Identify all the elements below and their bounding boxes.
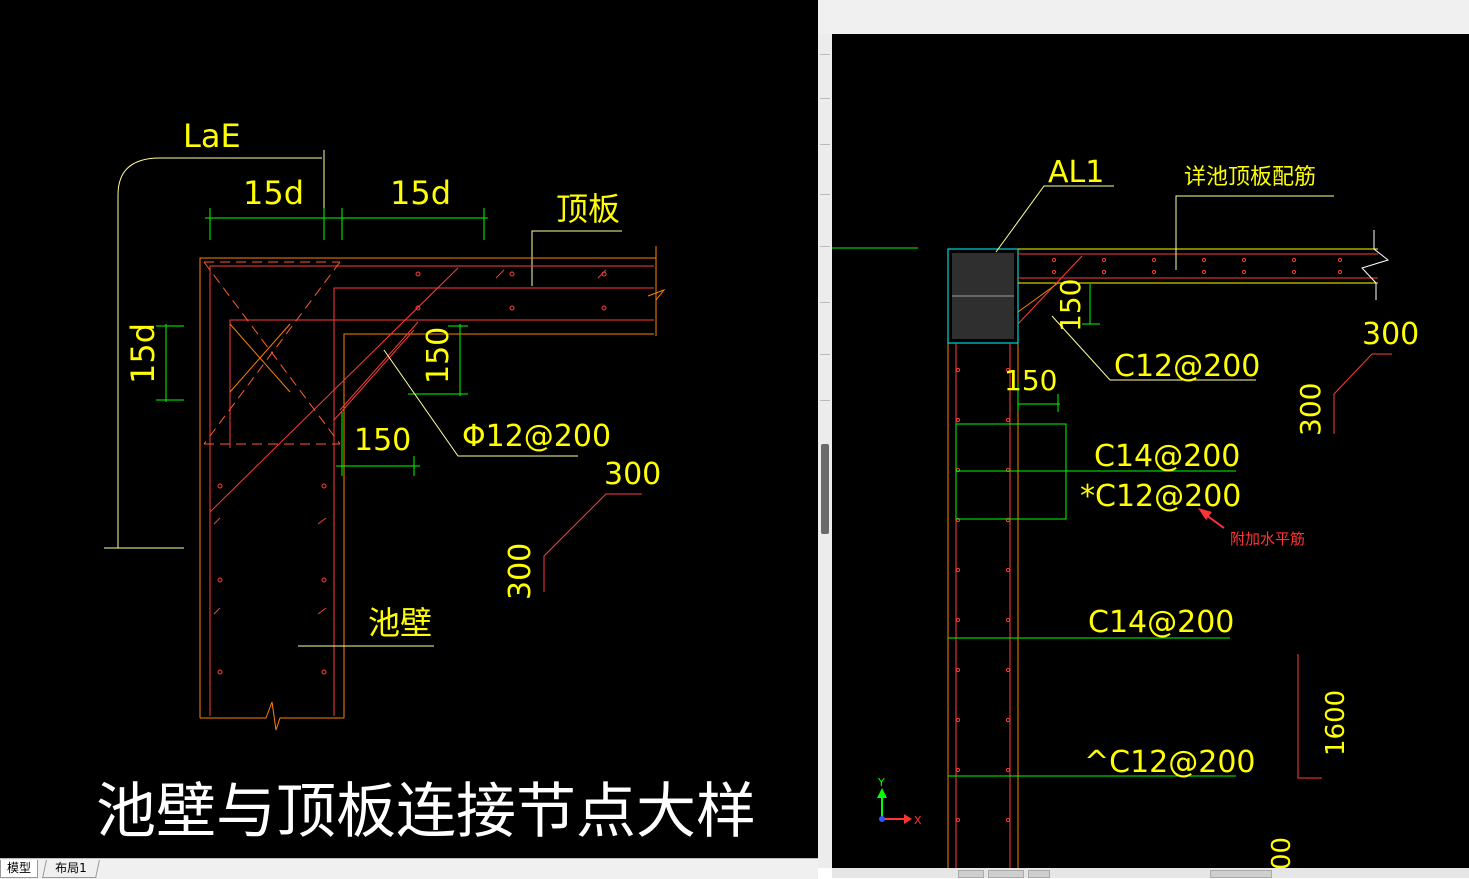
dim-150-a: 150 — [421, 327, 456, 384]
layout-tab-bar: 模型 布局1 — [0, 858, 818, 879]
corner-cross-dashed — [203, 261, 341, 445]
status-button[interactable] — [988, 870, 1024, 878]
right-drawing-viewport[interactable]: AL1 详池顶板配筋 150 C12@200 300 300 — [832, 34, 1469, 868]
dim-300-a: 300 — [604, 457, 661, 492]
label-slab-rebar: 详池顶板配筋 — [1184, 165, 1316, 190]
dim-300-b: 300 — [1294, 383, 1327, 436]
tab-layout1[interactable]: 布局1 — [42, 860, 100, 878]
dim-lae: LaE — [183, 117, 241, 155]
scroll-seg — [820, 302, 830, 303]
dim-150-a: 150 — [1054, 279, 1087, 332]
rebar-c12-a: C12@200 — [1114, 349, 1260, 384]
slope-mark — [543, 493, 642, 592]
rebar-slab-bottom — [229, 319, 654, 448]
status-button[interactable] — [1210, 870, 1272, 878]
left-drawing-viewport[interactable]: LaE 15d 15d 15d 顶板 — [0, 0, 818, 858]
rebar-dots-left — [217, 271, 607, 675]
dim-150-b: 150 — [1004, 364, 1057, 397]
rebar-c14-a: C14@200 — [1094, 439, 1240, 474]
corner-x-b — [229, 323, 291, 393]
scroll-seg — [820, 354, 830, 355]
ucs-origin — [879, 816, 885, 822]
wall-inner-edge — [343, 333, 654, 718]
leader-top-slab — [531, 230, 622, 286]
rebar-inner — [333, 287, 654, 716]
scroll-seg — [820, 246, 830, 247]
rebar-diagonal-b — [333, 329, 415, 421]
status-button[interactable] — [958, 870, 984, 878]
leader-slab-rebar — [1175, 195, 1334, 270]
label-pool-wall: 池壁 — [368, 604, 432, 642]
dim-partial: 00 — [1267, 837, 1297, 868]
scroll-seg — [820, 194, 830, 195]
label-top-slab: 顶板 — [556, 190, 620, 228]
dim-1600: 1600 — [1321, 690, 1351, 756]
right-drawing-canvas[interactable]: AL1 详池顶板配筋 150 C12@200 300 300 — [832, 34, 1469, 868]
scroll-thumb[interactable] — [821, 444, 829, 534]
label-al1: AL1 — [1048, 155, 1104, 190]
rebar-diagonal-a — [209, 267, 459, 513]
tab-layout1-label: 布局1 — [55, 861, 87, 875]
wall-rebar-dots — [955, 367, 1011, 823]
scroll-seg — [820, 400, 830, 401]
tab-model-label: 模型 — [7, 861, 32, 875]
note-extra-bar: 附加水平筋 — [1230, 530, 1305, 548]
tab-model[interactable]: 模型 — [0, 860, 39, 878]
scroll-seg — [820, 144, 830, 145]
note-arrow-head — [1198, 508, 1212, 520]
wall-break-line — [200, 701, 344, 731]
elevation-mark — [1297, 654, 1322, 779]
haunch-rebar — [1017, 255, 1083, 325]
slab-rebar-dots — [1051, 257, 1343, 275]
scroll-seg — [820, 54, 830, 55]
haunch-edge — [1017, 282, 1059, 313]
dim-300-a: 300 — [1362, 317, 1419, 352]
right-vertical-scrollbar[interactable] — [818, 34, 833, 868]
slope-mark — [1333, 353, 1392, 434]
drawing-title: 池壁与顶板连接节点大样 — [96, 777, 756, 847]
dim-15d-a: 15d — [243, 174, 304, 212]
rebar-phi12-label: Φ12@200 — [462, 419, 611, 454]
dim-300-b: 300 — [503, 543, 538, 600]
slab-break-mark — [1361, 230, 1390, 300]
dim-15d-b: 15d — [390, 174, 451, 212]
status-button[interactable] — [1028, 870, 1050, 878]
wall-outer-edge — [199, 257, 656, 718]
dim-150-b: 150 — [354, 423, 411, 458]
left-drawing-canvas[interactable]: LaE 15d 15d 15d 顶板 — [0, 0, 818, 858]
leader-al1 — [995, 185, 1114, 253]
column-al1-outline — [947, 248, 1019, 344]
ucs-x-label: X — [914, 814, 922, 827]
ucs-x-arrow — [904, 814, 912, 824]
ucs-y-arrow — [877, 788, 887, 798]
dim-15d-c: 15d — [124, 323, 162, 384]
right-status-strip — [832, 868, 1469, 878]
ucs-y-label: Y — [877, 776, 885, 789]
right-window-titlebar — [818, 0, 1469, 35]
rebar-c12-b: *C12@200 — [1080, 479, 1241, 514]
rebar-diagonal-c — [339, 321, 419, 411]
leader-c12-a — [1051, 315, 1256, 381]
rebar-c14-b: C14@200 — [1088, 605, 1234, 640]
scroll-seg — [820, 98, 830, 99]
rebar-stirrup-ticks — [213, 269, 607, 615]
leader-rebar-phi12 — [383, 349, 578, 457]
lae-leader — [117, 157, 322, 548]
rebar-outer — [209, 265, 654, 716]
slab-break-mark — [647, 288, 666, 301]
rebar-c12-c: ^C12@200 — [1084, 745, 1256, 780]
